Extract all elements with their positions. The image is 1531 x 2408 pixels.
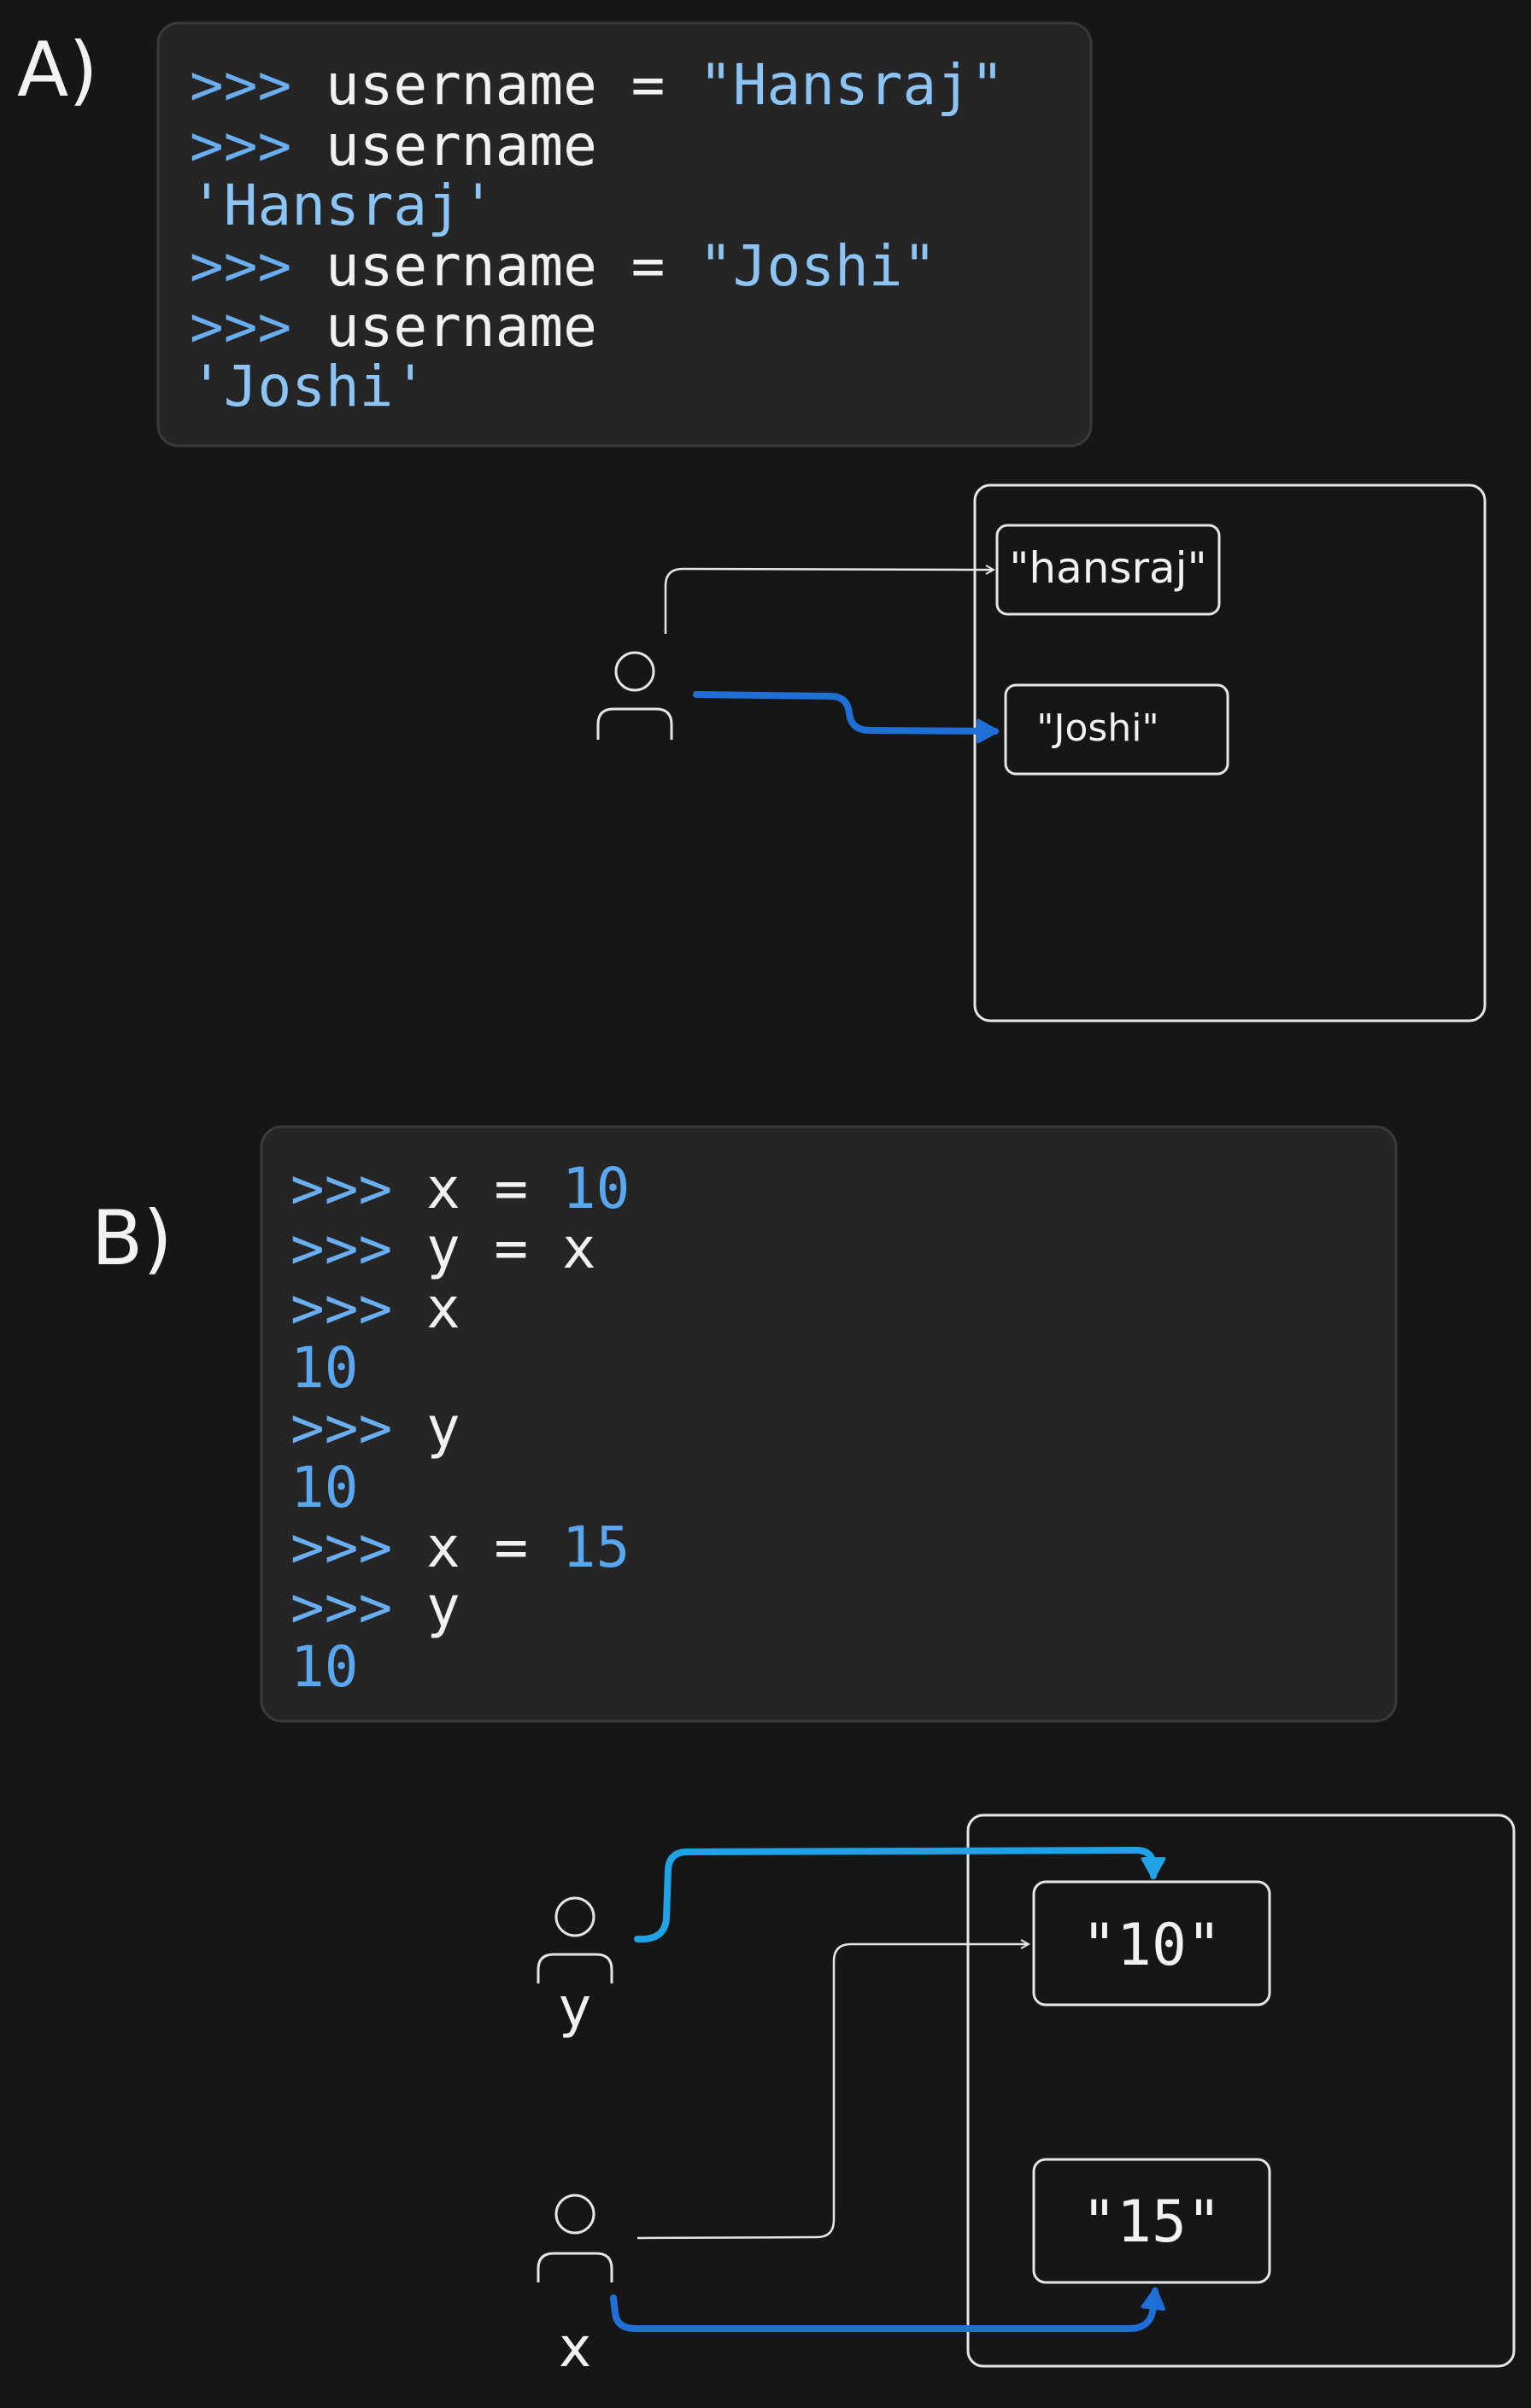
value-10-box bbox=[1032, 1880, 1271, 2007]
code-line: >>> username = "Joshi" bbox=[190, 233, 936, 299]
value-15-label: "15" bbox=[1082, 2188, 1222, 2256]
code-line: >>> x bbox=[290, 1275, 460, 1341]
code-value: "Hansraj" bbox=[699, 52, 1005, 118]
variable-x-icon bbox=[537, 2194, 613, 2282]
code-output: 10 bbox=[290, 1634, 358, 1700]
value-10-label: "10" bbox=[1082, 1912, 1222, 1979]
code-prompt: >>> bbox=[290, 1275, 392, 1341]
code-text: username = bbox=[291, 52, 699, 118]
variable-icon bbox=[596, 651, 673, 740]
code-text: username = bbox=[291, 233, 699, 299]
code-value: "Joshi" bbox=[699, 233, 936, 299]
code-value: 15 bbox=[562, 1515, 630, 1580]
code-prompt: >>> bbox=[190, 233, 291, 299]
x-new-reference-arrow bbox=[610, 2287, 1166, 2332]
new-value-box bbox=[1004, 683, 1229, 776]
old-reference-arrow bbox=[664, 569, 994, 634]
code-prompt: >>> bbox=[190, 113, 291, 179]
code-line: >>> username bbox=[190, 294, 597, 360]
code-prompt: >>> bbox=[290, 1395, 392, 1461]
code-value: 10 bbox=[562, 1156, 630, 1222]
variable-y-icon bbox=[537, 1896, 613, 1983]
old-value-label: "hansraj" bbox=[1009, 543, 1206, 593]
section-b-code-panel bbox=[260, 1125, 1398, 1723]
new-value-label: "Joshi" bbox=[1036, 706, 1159, 750]
code-line: >>> y bbox=[290, 1574, 460, 1640]
code-text: username bbox=[291, 294, 597, 360]
code-value: 'Joshi' bbox=[190, 354, 427, 419]
code-value: 'Hansraj' bbox=[190, 173, 496, 238]
code-prompt: >>> bbox=[190, 294, 291, 360]
code-output: 'Joshi' bbox=[190, 354, 427, 419]
code-value: 10 bbox=[290, 1335, 358, 1401]
code-output: 'Hansraj' bbox=[190, 173, 496, 238]
variable-y-label: y bbox=[559, 1977, 591, 2040]
code-line: >>> username = "Hansraj" bbox=[190, 52, 1005, 118]
code-value: 10 bbox=[290, 1455, 358, 1520]
code-output: 10 bbox=[290, 1455, 358, 1520]
code-prompt: >>> bbox=[290, 1515, 392, 1580]
code-prompt: >>> bbox=[290, 1574, 392, 1640]
code-text: y bbox=[392, 1574, 460, 1640]
code-line: >>> username bbox=[190, 113, 597, 179]
section-b-label: B) bbox=[91, 1194, 173, 1282]
section-a-memory-box bbox=[973, 483, 1487, 1022]
x-old-reference-arrow bbox=[636, 1944, 1029, 2240]
code-output: 10 bbox=[290, 1335, 358, 1401]
code-text: y bbox=[392, 1395, 460, 1461]
code-text: x bbox=[392, 1275, 460, 1341]
section-b-memory-box bbox=[966, 1813, 1516, 2368]
code-text: x = bbox=[392, 1515, 562, 1580]
variable-x-label: x bbox=[559, 2317, 591, 2380]
code-prompt: >>> bbox=[190, 52, 291, 118]
code-line: >>> y = x bbox=[290, 1216, 596, 1281]
value-15-box bbox=[1032, 2158, 1271, 2284]
new-reference-arrow bbox=[693, 691, 1000, 744]
code-prompt: >>> bbox=[290, 1216, 392, 1281]
code-value: 10 bbox=[290, 1634, 358, 1700]
section-a-label: A) bbox=[17, 26, 98, 114]
old-value-box bbox=[995, 524, 1221, 616]
code-line: >>> x = 10 bbox=[290, 1156, 630, 1222]
section-a-code-panel bbox=[156, 21, 1093, 448]
code-text: x = bbox=[392, 1156, 562, 1222]
code-text: y = x bbox=[392, 1216, 595, 1281]
code-text: username bbox=[291, 113, 597, 179]
code-line: >>> x = 15 bbox=[290, 1515, 630, 1580]
y-reference-arrow bbox=[634, 1847, 1166, 1943]
code-prompt: >>> bbox=[290, 1156, 392, 1222]
code-line: >>> y bbox=[290, 1395, 460, 1461]
